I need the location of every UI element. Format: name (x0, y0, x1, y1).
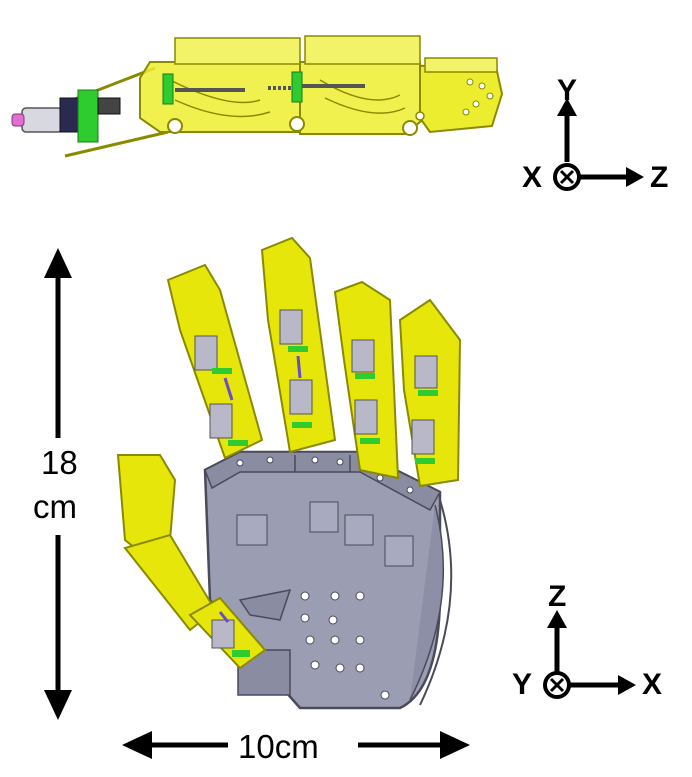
top-axis-right-label: Z (650, 161, 669, 194)
width-label: 10cm (238, 728, 319, 765)
top-axis-origin-label: X (522, 161, 543, 194)
height-arrow-bottom-head (44, 690, 72, 720)
palm (203, 450, 453, 710)
index-finger (166, 263, 264, 460)
little-finger (398, 298, 462, 488)
middle-finger (260, 236, 337, 454)
height-arrow-top-head (44, 248, 72, 278)
ring-finger (333, 280, 400, 480)
finger-body (61, 35, 504, 158)
thumb (116, 454, 267, 670)
bottom-axis-up-label: Z (548, 580, 567, 613)
top-axis-up-label: Y (557, 74, 578, 107)
height-unit-label: cm (33, 488, 77, 525)
linear-actuator (11, 89, 121, 143)
bottom-axis-right-label: X (642, 668, 663, 701)
bottom-axis-up-arrowhead (547, 610, 567, 628)
top-axis-up-arrowhead (557, 98, 577, 116)
bottom-axis-right-arrowhead (618, 675, 636, 695)
width-arrow-right-head (440, 731, 470, 759)
width-arrow-left-head (122, 731, 152, 759)
height-value-label: 18 (41, 444, 78, 481)
top-axis-right-arrowhead (626, 167, 644, 187)
bottom-axis-origin-label: Y (512, 668, 533, 701)
